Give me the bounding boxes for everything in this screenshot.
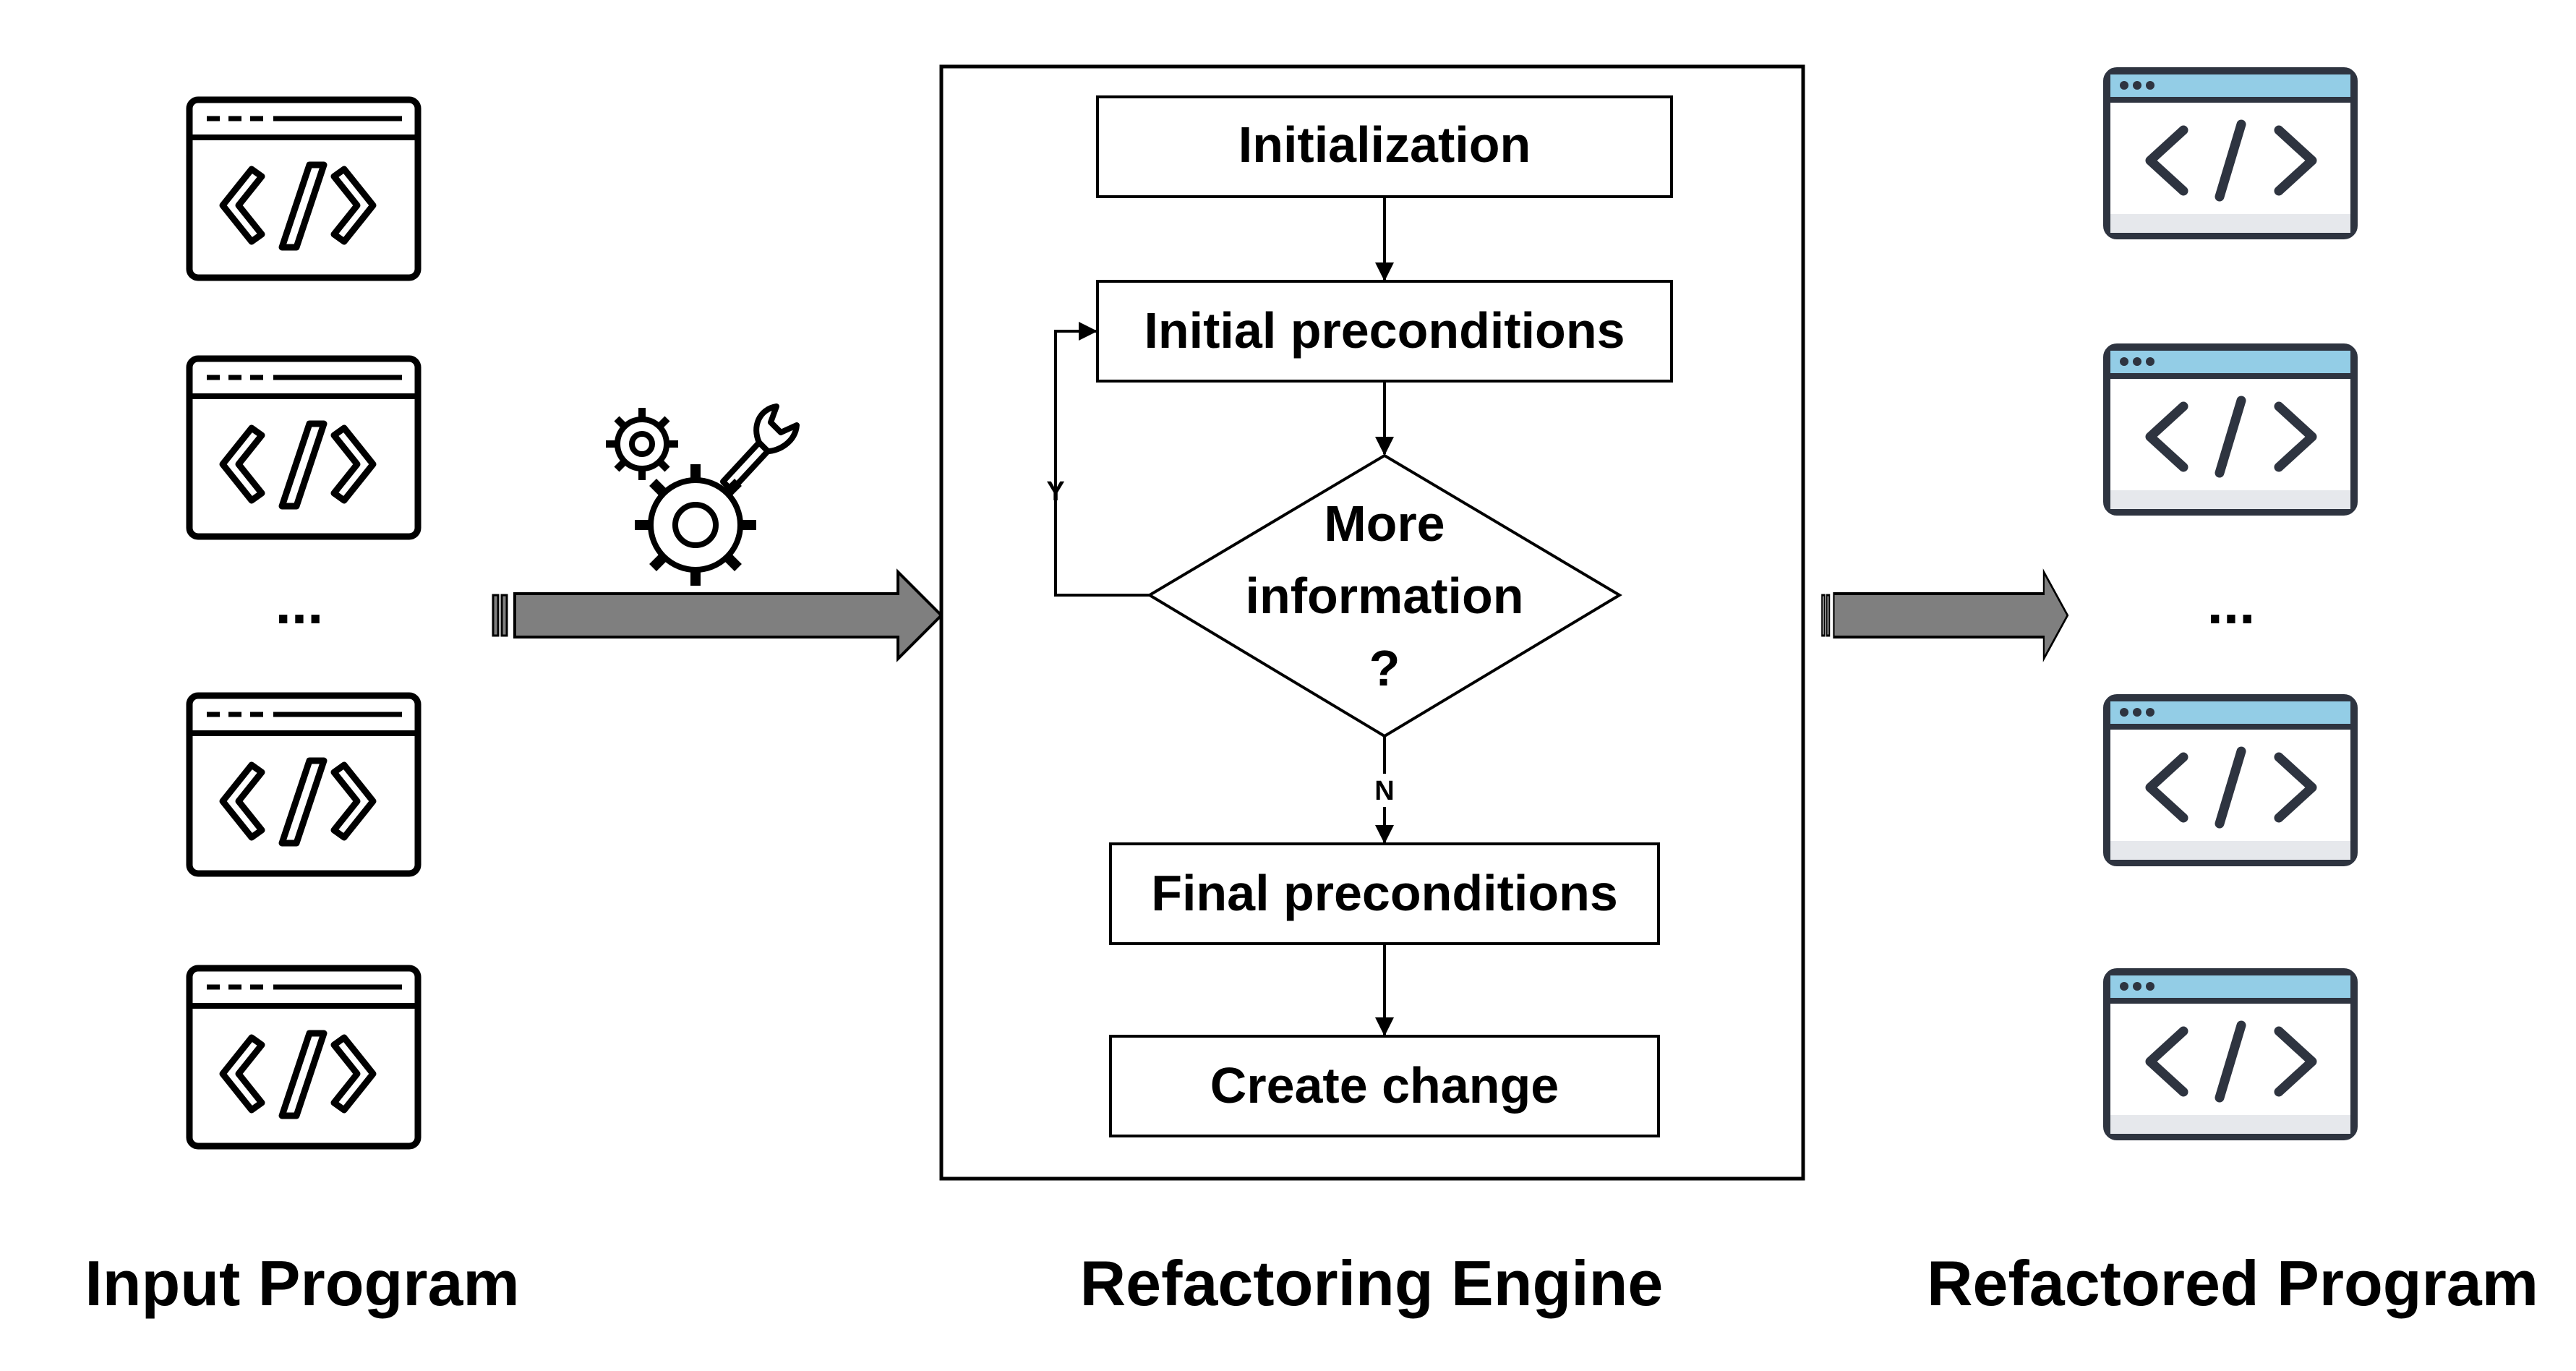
initial-preconditions-label: Initial preconditions xyxy=(1144,302,1625,359)
edge-yes-loop xyxy=(1054,322,1150,597)
create-change-label: Create change xyxy=(1210,1057,1559,1114)
caption-refactored-program: Refactored Program xyxy=(1927,1247,2538,1319)
decision-line-1: More xyxy=(1324,495,1445,552)
initial-preconditions-node: Initial preconditions xyxy=(1096,280,1673,383)
code-window-icon xyxy=(2107,347,2354,512)
initialization-label: Initialization xyxy=(1238,116,1531,173)
yes-label: Y xyxy=(1046,477,1064,507)
decision-line-3: ? xyxy=(1369,640,1400,696)
input-ellipsis: ... xyxy=(275,571,324,636)
gears-wrench-icon xyxy=(606,403,800,586)
output-ellipsis: ... xyxy=(2207,571,2256,636)
code-window-icon xyxy=(2107,71,2354,236)
code-window-icon xyxy=(2107,972,2354,1137)
decision-line-2: information xyxy=(1246,568,1524,624)
refactored-program-column: ... xyxy=(2107,71,2354,1137)
more-information-decision: More information ? xyxy=(1147,453,1622,738)
code-window-icon xyxy=(189,359,418,537)
no-label-bg xyxy=(1370,774,1399,807)
no-label: N xyxy=(1374,776,1394,806)
final-preconditions-label: Final preconditions xyxy=(1151,865,1618,921)
code-window-icon xyxy=(2107,698,2354,863)
final-preconditions-node: Final preconditions xyxy=(1109,842,1660,945)
code-window-icon xyxy=(189,696,418,874)
engine-frame xyxy=(939,64,1805,1181)
input-arrow-icon xyxy=(492,571,943,660)
code-window-icon xyxy=(189,100,418,278)
create-change-node: Create change xyxy=(1109,1035,1660,1137)
output-arrow-icon xyxy=(1820,571,2069,660)
code-window-icon xyxy=(189,968,418,1146)
input-program-column: ... xyxy=(189,100,418,1146)
caption-refactoring-engine: Refactoring Engine xyxy=(1080,1247,1664,1319)
caption-input-program: Input Program xyxy=(85,1247,519,1319)
initialization-node: Initialization xyxy=(1096,95,1673,198)
